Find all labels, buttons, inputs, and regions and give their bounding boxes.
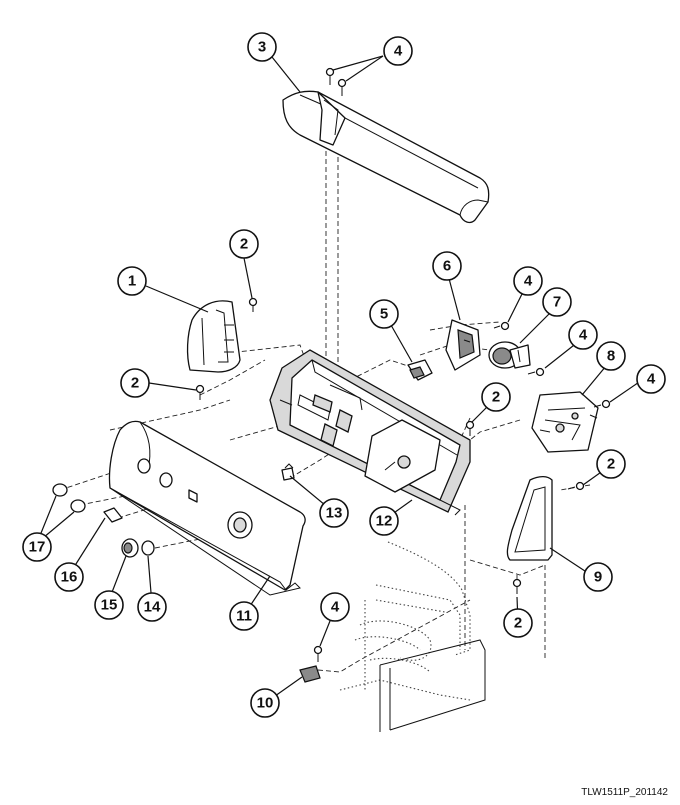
callout-8: 8 [596, 341, 626, 371]
svg-text:3: 3 [258, 39, 266, 56]
callout-4: 4 [513, 266, 543, 296]
svg-text:2: 2 [240, 236, 248, 253]
left-end-cap [186, 300, 241, 373]
svg-text:8: 8 [607, 348, 615, 365]
svg-text:15: 15 [101, 597, 118, 614]
svg-text:7: 7 [553, 294, 561, 311]
callout-9: 9 [583, 562, 613, 592]
svg-text:1: 1 [128, 273, 136, 290]
svg-text:11: 11 [236, 608, 252, 625]
callout-4: 4 [383, 36, 413, 66]
svg-text:4: 4 [524, 273, 533, 290]
callout-7: 7 [542, 287, 572, 317]
callout-13: 13 [319, 498, 349, 528]
callout-2: 2 [481, 382, 511, 412]
front-control-panel [108, 420, 306, 596]
callout-17: 17 [22, 532, 52, 562]
callout-12: 12 [369, 506, 399, 536]
cabinet-top-outline [379, 639, 486, 732]
control-panel-frame [269, 349, 471, 516]
svg-text:4: 4 [647, 371, 656, 388]
svg-text:12: 12 [376, 513, 393, 530]
screws [195, 67, 611, 662]
callout-2: 2 [596, 449, 626, 479]
clip-component [299, 665, 321, 683]
svg-text:14: 14 [144, 599, 161, 616]
callout-6: 6 [432, 251, 462, 281]
svg-text:2: 2 [514, 615, 522, 632]
svg-text:4: 4 [579, 327, 588, 344]
switch-component [407, 359, 433, 381]
callout-1: 1 [117, 266, 147, 296]
callout-3: 3 [247, 32, 277, 62]
callout-16: 16 [54, 562, 84, 592]
callout-4: 4 [568, 320, 598, 350]
rotary-knob-component [488, 341, 531, 369]
callout-10: 10 [250, 688, 280, 718]
callouts: 1 2 2 2 2 2 3 4 4 4 4 4 5 6 7 8 9 10 11 … [22, 32, 666, 718]
bracket-component [445, 319, 481, 371]
callout-2: 2 [229, 229, 259, 259]
svg-text:2: 2 [131, 375, 139, 392]
svg-text:13: 13 [326, 505, 343, 522]
callout-4: 4 [636, 364, 666, 394]
svg-text:4: 4 [331, 599, 340, 616]
small-parts [52, 483, 155, 558]
svg-text:17: 17 [29, 539, 46, 556]
cabinet-outline-dotted [339, 541, 471, 701]
timer-component [531, 391, 599, 453]
callout-14: 14 [137, 592, 167, 622]
svg-text:16: 16 [61, 569, 78, 586]
console-top-cover [282, 90, 490, 224]
callout-2: 2 [503, 608, 533, 638]
svg-text:6: 6 [443, 258, 451, 275]
callout-15: 15 [94, 590, 124, 620]
drawing-code-label: TLW1511P_201142 [581, 787, 668, 798]
callout-4: 4 [320, 592, 350, 622]
svg-text:2: 2 [492, 389, 500, 406]
svg-text:9: 9 [594, 569, 602, 586]
callout-11: 11 [229, 601, 259, 631]
svg-text:10: 10 [257, 695, 274, 712]
svg-text:4: 4 [394, 43, 403, 60]
callout-5: 5 [369, 299, 399, 329]
svg-text:5: 5 [380, 306, 388, 323]
right-end-cap [506, 475, 553, 561]
svg-text:2: 2 [607, 456, 615, 473]
callout-2: 2 [120, 368, 150, 398]
